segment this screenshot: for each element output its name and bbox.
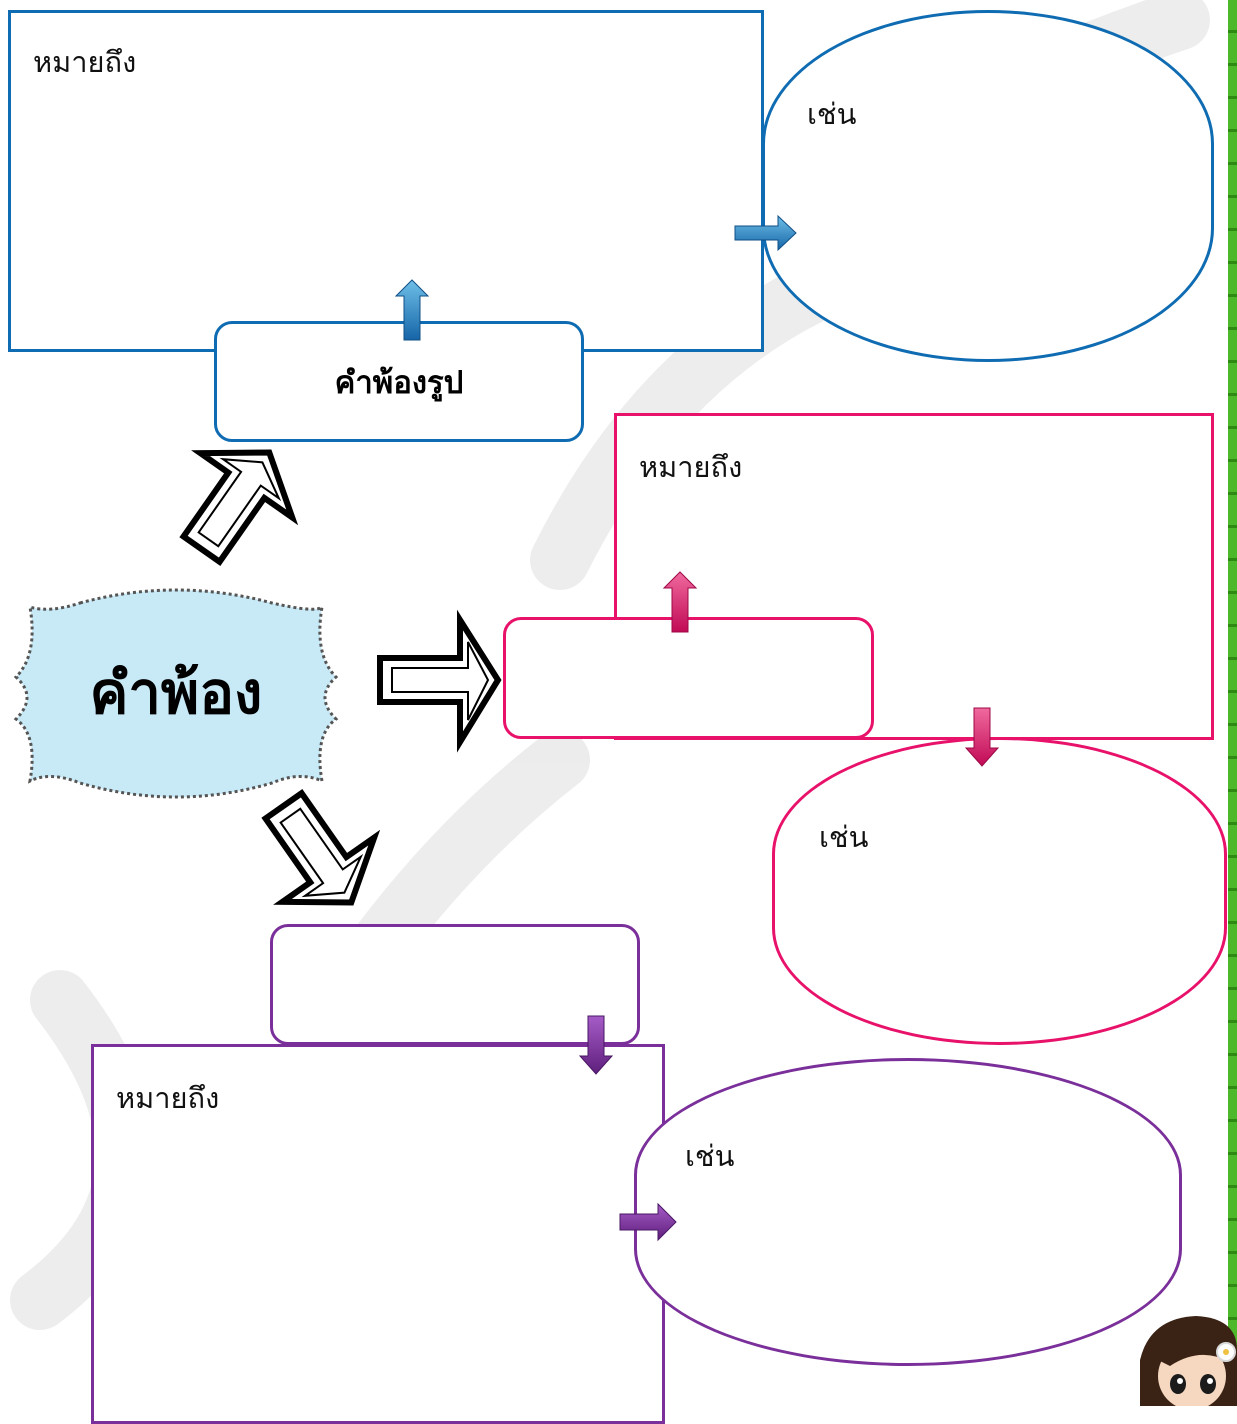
meaning-box-blue[interactable]: หมายถึง: [8, 10, 764, 352]
example-box-pink[interactable]: เช่น: [772, 737, 1227, 1045]
title-box-pink[interactable]: [503, 617, 874, 739]
right-border-strip: [1228, 0, 1237, 1406]
main-node-label: คำพ้อง: [89, 659, 263, 727]
example-box-purple[interactable]: เช่น: [634, 1058, 1182, 1366]
meaning-label: หมายถึง: [33, 45, 137, 79]
title-box-purple[interactable]: [270, 924, 640, 1045]
purple-arrow-right-icon: [619, 1202, 677, 1242]
example-label: เช่น: [819, 820, 869, 854]
example-box-blue[interactable]: เช่น: [762, 10, 1214, 362]
example-label: เช่น: [685, 1139, 735, 1173]
title-box-blue[interactable]: คำพ้องรูป: [214, 321, 584, 442]
hollow-arrow-down-right-icon: [261, 789, 381, 906]
meaning-label: หมายถึง: [639, 450, 743, 484]
example-label: เช่น: [807, 97, 857, 131]
main-node-shape: [13, 588, 339, 799]
pink-arrow-down-icon: [964, 707, 1000, 767]
title-blue: คำพ้องรูป: [334, 364, 464, 401]
blue-arrow-right-icon: [734, 214, 797, 252]
meaning-box-purple[interactable]: หมายถึง: [91, 1044, 665, 1424]
pink-arrow-up-icon: [662, 571, 698, 633]
hollow-arrow-right-icon: [377, 609, 502, 753]
hollow-arrow-up-right-icon: [179, 449, 299, 566]
main-node[interactable]: คำพ้อง: [10, 585, 342, 800]
purple-arrow-down-icon: [578, 1015, 614, 1075]
meaning-label: หมายถึง: [116, 1081, 220, 1115]
blue-arrow-up-icon: [394, 279, 430, 341]
